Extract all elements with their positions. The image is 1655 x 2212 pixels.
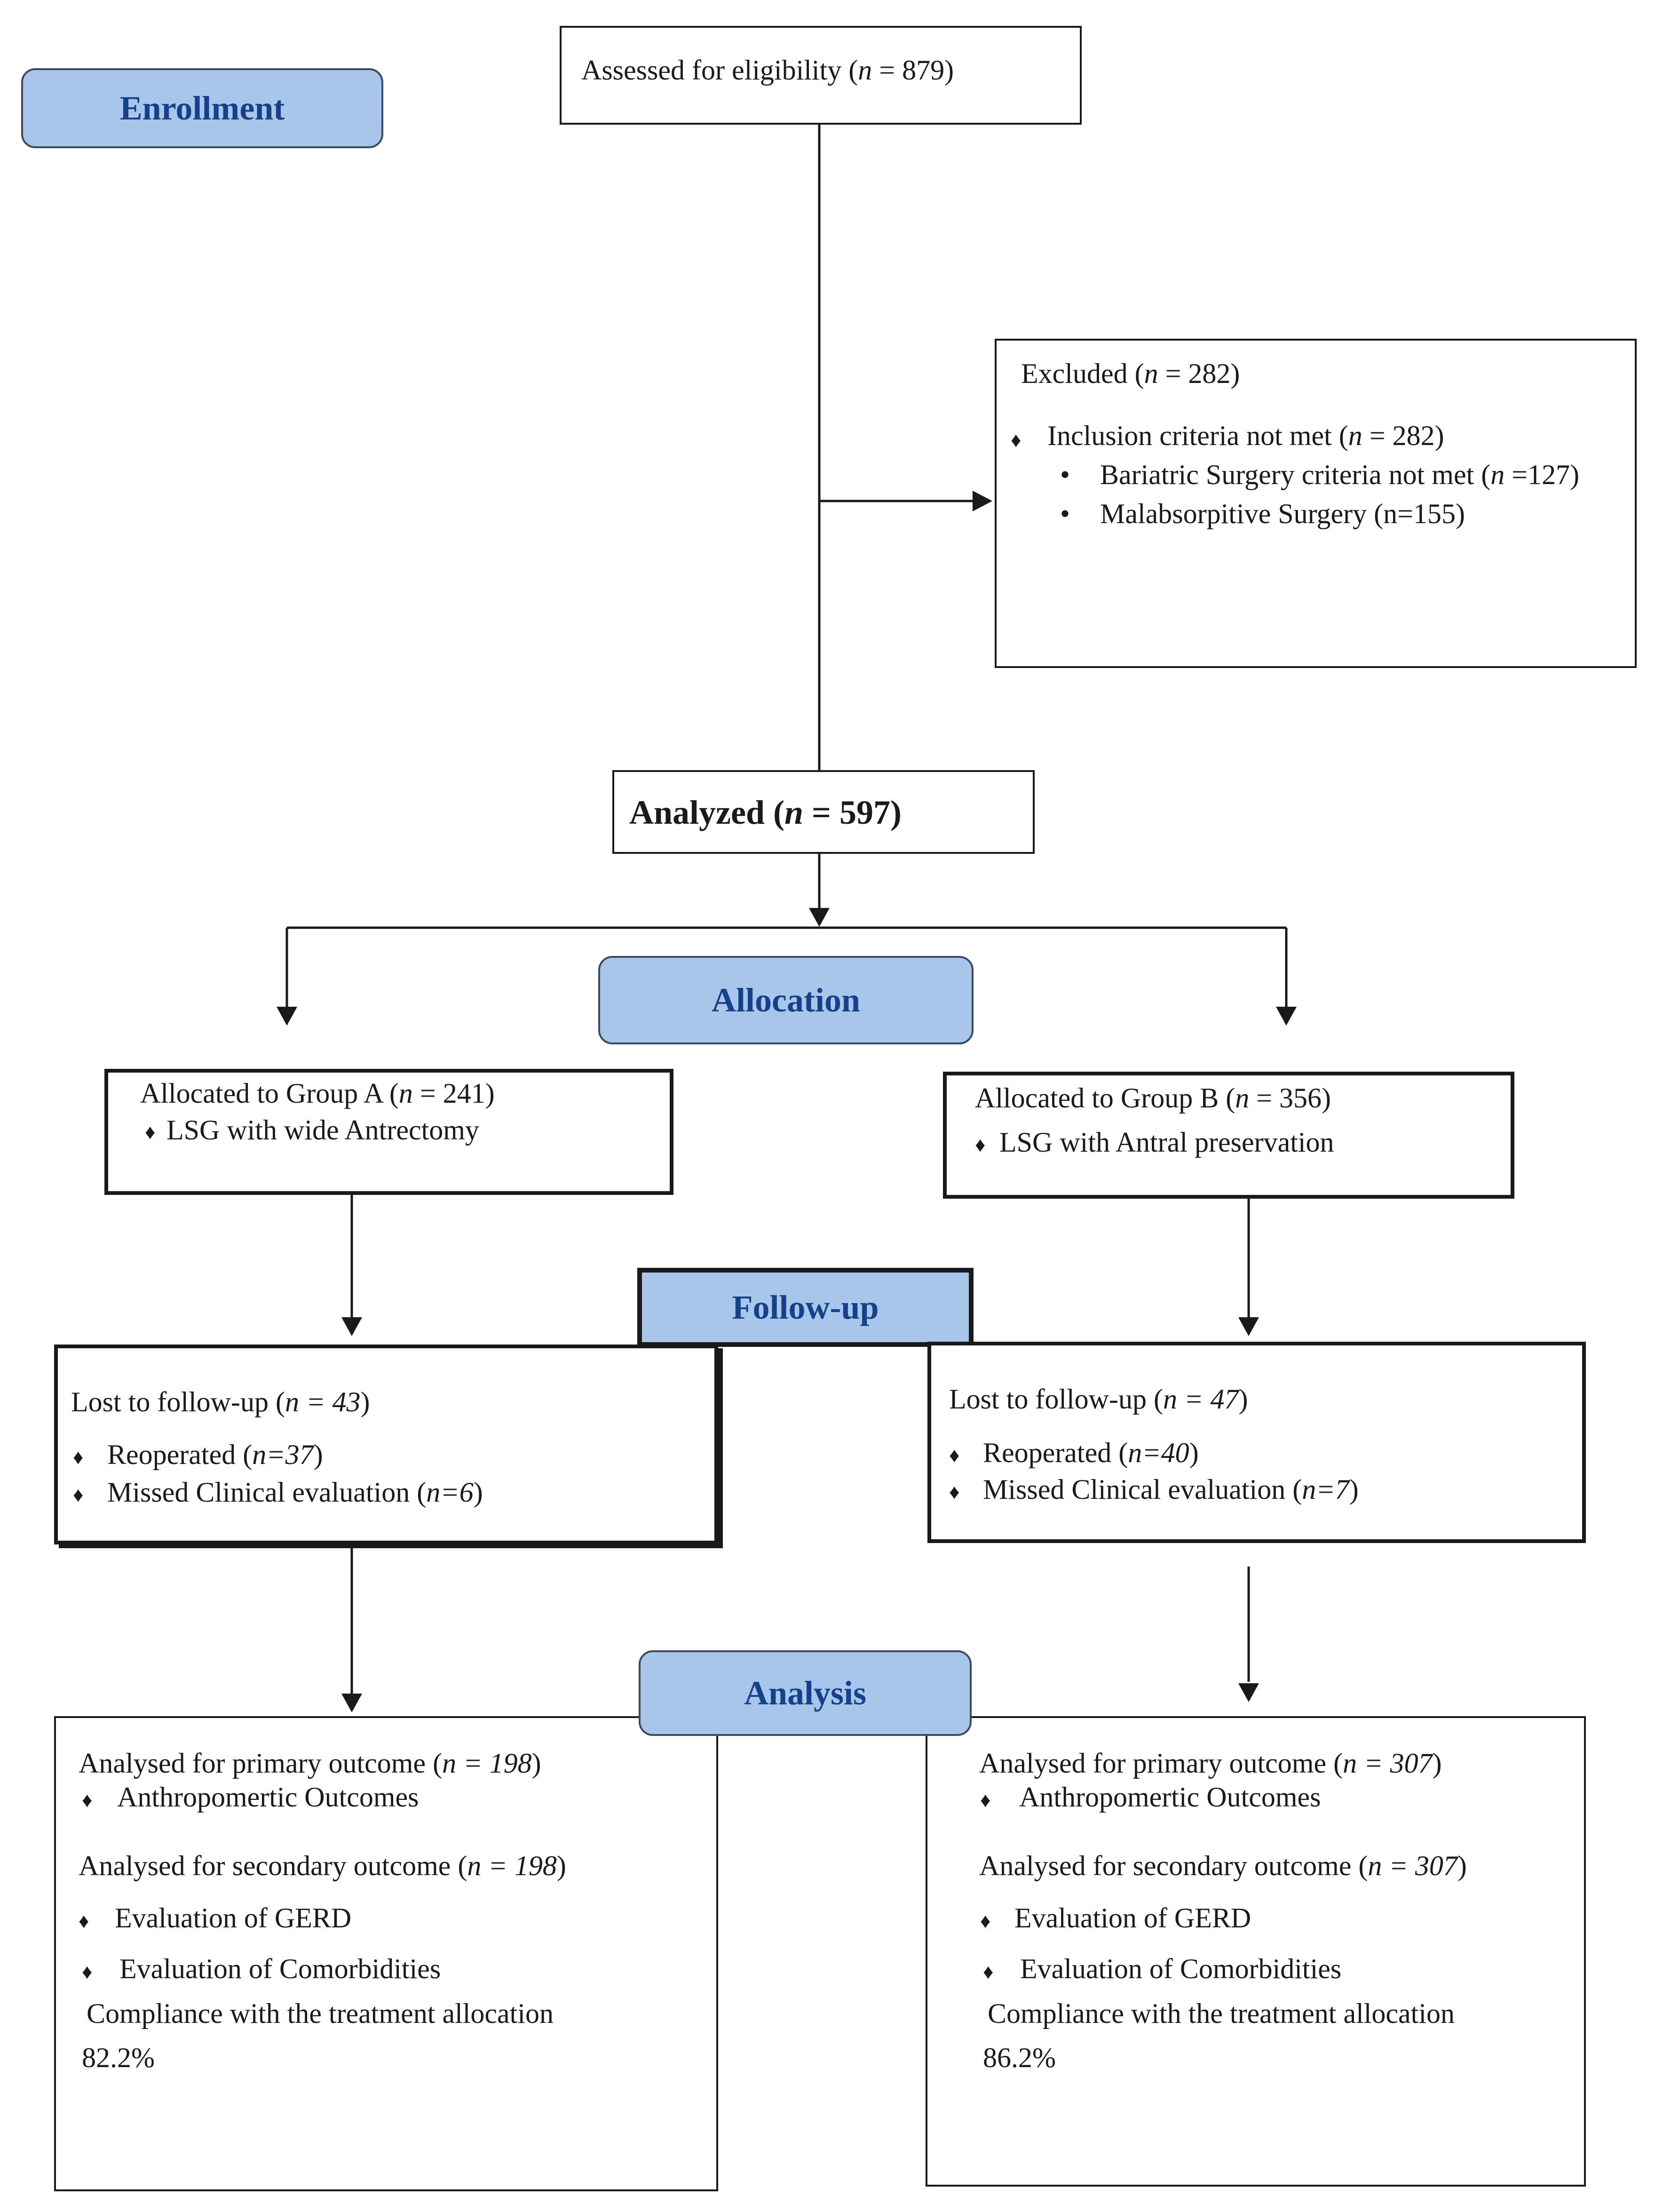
diamond-bullet-icon: ♦ — [73, 1483, 84, 1506]
stage-allocation-label: Allocation — [712, 981, 860, 1019]
lost-a-missed: Missed Clinical evaluation (n=6) — [107, 1477, 483, 1508]
analysis-b-box: Analysed for primary outcome (n = 307) ♦… — [926, 1716, 1586, 2187]
group-b-box: Allocated to Group B (n = 356) ♦ LSG wit… — [943, 1072, 1514, 1199]
analysis-a-compliance: Compliance with the treatment allocation — [87, 1998, 554, 2029]
lost-a-box: Lost to follow-up (n = 43) ♦ Reoperated … — [54, 1345, 718, 1544]
group-b-item: LSG with Antral preservation — [999, 1127, 1334, 1158]
excluded-bariatric: Bariatric Surgery criteria not met (n =1… — [1100, 459, 1580, 490]
analysis-b-comorb: Evaluation of Comorbidities — [1020, 1953, 1342, 1984]
diamond-bullet-icon: ♦ — [975, 1133, 986, 1156]
diamond-bullet-icon: ♦ — [73, 1446, 84, 1469]
arrowhead-excluded — [973, 491, 992, 511]
diamond-bullet-icon: ♦ — [79, 1910, 89, 1933]
arrowhead-analysis-a — [341, 1694, 362, 1712]
analyzed-text: Analyzed (n = 597) — [629, 794, 902, 831]
lost-b-missed: Missed Clinical evaluation (n=7) — [983, 1474, 1359, 1505]
analysis-b-gerd: Evaluation of GERD — [1014, 1902, 1251, 1934]
stage-follow-up-label: Follow-up — [732, 1288, 879, 1326]
analysis-b-anthro: Anthropomertic Outcomes — [1019, 1782, 1321, 1813]
diamond-bullet-icon: ♦ — [949, 1444, 960, 1467]
arrowhead-group-b — [1276, 1007, 1297, 1026]
excluded-title: Excluded (n = 282) — [1021, 358, 1240, 389]
stage-enrollment: Enrollment — [21, 68, 383, 148]
lost-b-reoperated: Reoperated (n=40) — [983, 1437, 1199, 1468]
diamond-bullet-icon: ♦ — [82, 1789, 93, 1812]
analysis-a-primary: Analysed for primary outcome (n = 198) — [79, 1748, 541, 1779]
arrowhead-analyzed — [809, 908, 830, 927]
lost-a-reoperated: Reoperated (n=37) — [107, 1439, 323, 1470]
group-b-title: Allocated to Group B (n = 356) — [975, 1082, 1331, 1114]
diamond-bullet-icon: ♦ — [980, 1789, 991, 1812]
arrowhead-lost-a — [341, 1317, 362, 1336]
analysis-a-anthro: Anthropomertic Outcomes — [117, 1782, 419, 1813]
assessed-text: Assessed for eligibility (n = 879) — [581, 55, 954, 86]
lost-b-title: Lost to follow-up (n = 47) — [949, 1384, 1248, 1415]
round-bullet-icon: • — [1060, 459, 1070, 490]
analysis-b-compliance: Compliance with the treatment allocation — [988, 1998, 1455, 2029]
stage-allocation: Allocation — [598, 956, 974, 1044]
stage-analysis-label: Analysis — [744, 1674, 867, 1712]
assessed-box: Assessed for eligibility (n = 879) — [560, 26, 1082, 125]
arrowhead-lost-b — [1238, 1317, 1259, 1336]
round-bullet-icon: • — [1060, 498, 1070, 529]
analyzed-box: Analyzed (n = 597) — [612, 770, 1035, 854]
analysis-a-comorb: Evaluation of Comorbidities — [119, 1953, 441, 1984]
analysis-a-gerd: Evaluation of GERD — [115, 1902, 352, 1934]
analysis-b-secondary: Analysed for secondary outcome (n = 307) — [979, 1850, 1467, 1881]
lost-b-box: Lost to follow-up (n = 47) ♦ Reoperated … — [927, 1342, 1586, 1543]
diamond-bullet-icon: ♦ — [82, 1960, 93, 1983]
diamond-bullet-icon: ♦ — [980, 1910, 991, 1933]
group-a-title: Allocated to Group A (n = 241) — [140, 1078, 495, 1109]
stage-follow-up: Follow-up — [637, 1268, 974, 1347]
analysis-a-box: Analysed for primary outcome (n = 198) ♦… — [54, 1716, 718, 2191]
lost-a-title: Lost to follow-up (n = 43) — [71, 1386, 370, 1417]
excluded-box: Excluded (n = 282) ♦ Inclusion criteria … — [995, 339, 1637, 668]
diamond-bullet-icon: ♦ — [1011, 429, 1022, 452]
group-a-item: LSG with wide Antrectomy — [166, 1114, 479, 1146]
arrowhead-group-a — [277, 1007, 297, 1026]
diamond-bullet-icon: ♦ — [983, 1960, 994, 1983]
diamond-bullet-icon: ♦ — [949, 1480, 960, 1504]
analysis-a-secondary: Analysed for secondary outcome (n = 198) — [79, 1850, 566, 1881]
diamond-bullet-icon: ♦ — [145, 1121, 156, 1144]
analysis-a-compliance-value: 82.2% — [82, 2042, 155, 2073]
analysis-b-primary: Analysed for primary outcome (n = 307) — [979, 1748, 1442, 1779]
excluded-malabsorptive: Malabsorpitive Surgery (n=155) — [1100, 498, 1465, 529]
arrowhead-analysis-b — [1238, 1683, 1259, 1702]
stage-enrollment-label: Enrollment — [119, 89, 285, 127]
excluded-inclusion: Inclusion criteria not met (n = 282) — [1047, 420, 1444, 451]
stage-analysis: Analysis — [639, 1650, 972, 1736]
group-a-box: Allocated to Group A (n = 241) ♦ LSG wit… — [104, 1069, 673, 1195]
analysis-b-compliance-value: 86.2% — [983, 2042, 1056, 2073]
